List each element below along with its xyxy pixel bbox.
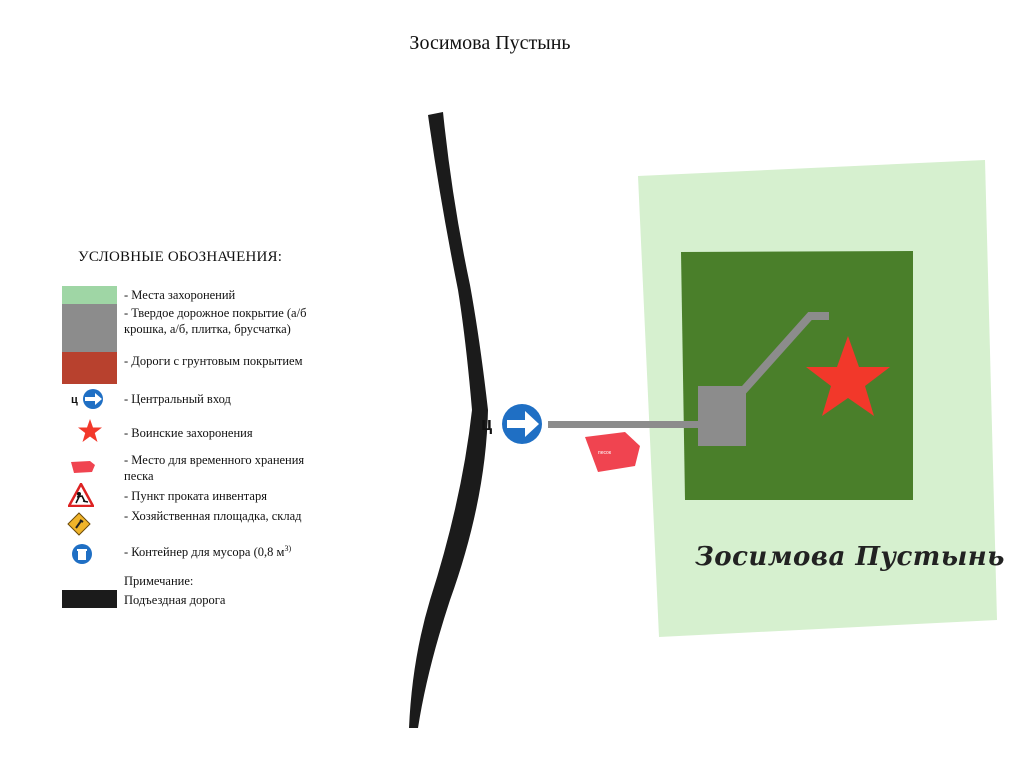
military-star <box>806 336 890 416</box>
legend-waste-container: - Контейнер для мусора (0,8 м3) <box>124 541 314 560</box>
legend-burial-places: - Места захоронений <box>124 288 236 302</box>
utility-diamond-icon <box>67 512 91 536</box>
legend-central-entrance: - Центральный вход <box>124 392 231 406</box>
hard-surface-swatch <box>62 304 117 352</box>
access-road-swatch <box>62 590 117 608</box>
diagonal-path <box>739 312 829 395</box>
sand-label: песок <box>598 450 612 456</box>
site-label: Зосимова Пустынь <box>695 542 1005 572</box>
legend-equipment-rental: - Пункт проката инвентаря <box>124 489 267 503</box>
burial-places-swatch <box>62 286 117 304</box>
access-road <box>409 112 488 728</box>
legend-sand-storage: - Место для временного хранения песка <box>124 453 305 483</box>
sand-storage <box>585 432 640 472</box>
trash-icon <box>71 543 93 565</box>
legend-utility-area: - Хозяйственная площадка, склад <box>124 509 302 523</box>
hard-surface-square <box>698 386 746 446</box>
star-legend-icon <box>77 418 103 444</box>
legend-access-road: Подъездная дорога <box>124 593 226 607</box>
sand-legend-icon <box>70 460 96 474</box>
page-title: Зосимова Пустынь <box>409 32 571 54</box>
dirt-road-swatch <box>62 352 117 384</box>
entrance-letter-icon-text: ц <box>71 394 78 406</box>
legend-heading: УСЛОВНЫЕ ОБОЗНАЧЕНИЯ: <box>78 249 283 265</box>
entrance-legend-icon: ц <box>63 388 118 410</box>
legend-waste-container-sup: 3) <box>284 544 292 553</box>
rental-warning-icon <box>66 481 96 508</box>
map-entrance-letter: ц <box>481 414 493 434</box>
legend-hard-surface: - Твердое дорожное покрытие (а/б крошка,… <box>124 306 307 336</box>
legend-note: Примечание: <box>124 574 194 588</box>
entrance-sign-icon <box>502 404 542 444</box>
legend-dirt-roads: - Дороги с грунтовым покрытием <box>124 354 303 368</box>
legend-waste-container-text: - Контейнер для мусора (0,8 м <box>124 545 285 560</box>
legend-military-burials: - Воинские захоронения <box>124 426 253 440</box>
main-path <box>548 421 700 428</box>
